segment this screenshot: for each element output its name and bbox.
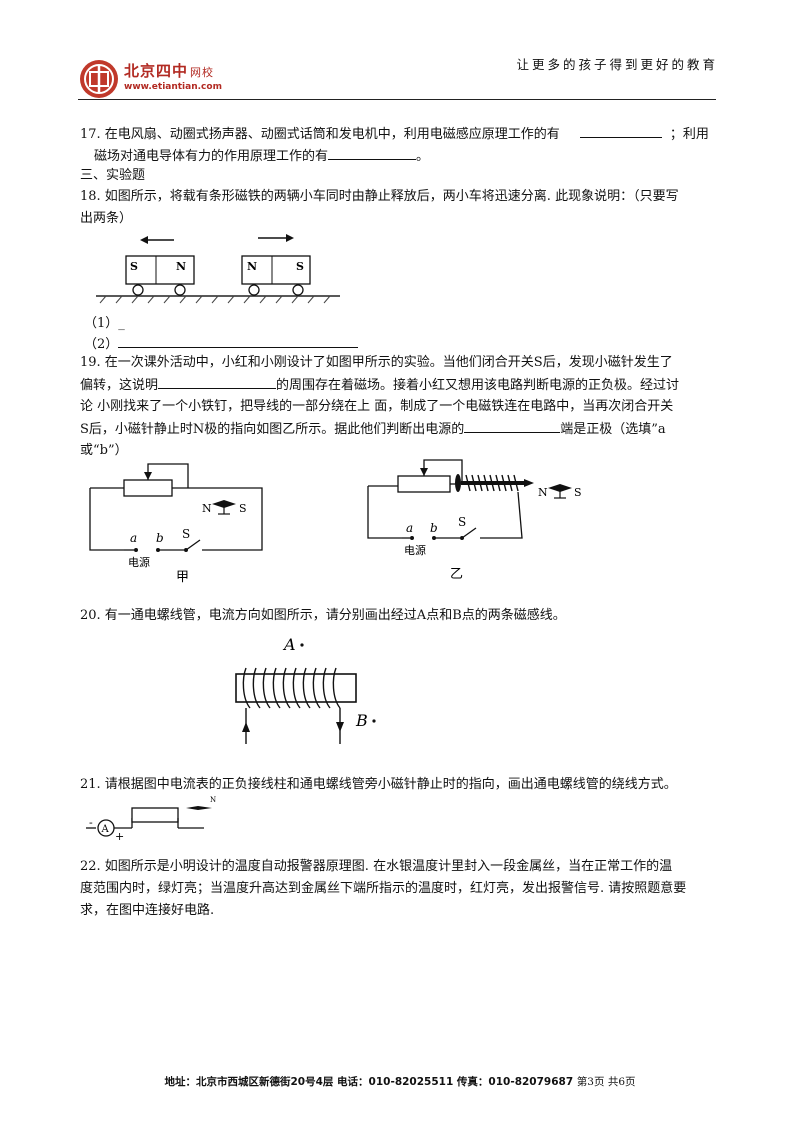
q19-line5: 或“b”） xyxy=(80,443,128,458)
footer-address: 地址：北京市西城区新德街20号4层 电话：010-82025511 传真：010… xyxy=(164,1076,574,1088)
right-arrow-icon xyxy=(258,234,294,242)
q22-line3: 求，在图中连接好电路. xyxy=(80,903,215,918)
point-b-dot xyxy=(372,719,376,723)
q19-line2: 偏转，这说明的周围存在着磁场。接着小红又想用该电路判断电源的正负极。经过讨 xyxy=(80,374,679,397)
q21-text: 21. 请根据图中电流表的正负接线柱和通电螺线管旁小磁针静止时的指向，画出通电螺… xyxy=(80,777,677,792)
figure-caption-jia: 甲 xyxy=(176,570,189,585)
point-b-label: B xyxy=(355,711,368,730)
page-footer: 地址：北京市西城区新德街20号4层 电话：010-82025511 传真：010… xyxy=(0,1074,800,1089)
compass-needle-icon: N xyxy=(186,796,216,810)
point-a-label: A xyxy=(282,635,296,654)
terminal-a-label: a xyxy=(406,521,413,535)
q17-line2: 磁场对通电导体有力的作用原理工作的有。 xyxy=(94,145,429,168)
ammeter-label: A xyxy=(101,824,110,835)
compass-needle-icon: N S xyxy=(202,500,247,515)
solenoid-coil xyxy=(242,667,341,709)
rheostat xyxy=(123,479,173,497)
left-cart xyxy=(125,255,195,285)
point-a-dot xyxy=(300,643,304,647)
q19-line4: S后，小磁针静止时N极的指向如图乙所示。据此他们判断出电源的端是正极（选填”a xyxy=(80,418,666,441)
q19-circuit-yi: a b S 电源 乙 N S xyxy=(367,459,582,582)
right-cart-n-label: N xyxy=(247,260,257,273)
q22-line2: 度范围内时，绿灯亮；当温度升高达到金属丝下端所指示的温度时，红灯亮，发出报警信号… xyxy=(80,881,687,896)
q17-line1: 17. 在电风扇、动圈式扬声器、动圈式话筒和发电机中，利用电磁感应原理工作的有；… xyxy=(80,123,709,146)
q19-line1: 19. 在一次课外活动中，小红和小刚设计了如图甲所示的实验。当他们闭合开关S后，… xyxy=(80,355,673,370)
switch-s-label: S xyxy=(182,527,190,541)
q17-blank-2[interactable] xyxy=(328,145,417,160)
right-cart xyxy=(241,255,311,285)
right-cart-s-label: S xyxy=(296,260,304,273)
nail-head xyxy=(455,474,461,492)
left-cart-n-label: N xyxy=(176,260,186,273)
electromagnet-coil xyxy=(461,474,534,492)
q19-blank-1[interactable] xyxy=(158,374,277,389)
left-arrow-icon xyxy=(140,236,174,244)
figure-caption-yi: 乙 xyxy=(450,567,463,582)
terminal-a-label: a xyxy=(130,531,137,545)
terminal-b-label: b xyxy=(430,521,438,535)
current-arrow-down-icon xyxy=(336,722,344,732)
q20-solenoid-figure: A B xyxy=(235,635,376,744)
power-source-label: 电源 xyxy=(404,543,426,557)
solenoid-core xyxy=(131,807,179,823)
header-slogan: 让更多的孩子得到更好的教育 xyxy=(516,57,718,72)
q18-line2: 出两条） xyxy=(80,211,133,226)
q18-line1: 18. 如图所示，将载有条形磁铁的两辆小车同时由静止释放后，两小车将迅速分离. … xyxy=(80,189,679,204)
ammeter-plus-label: + xyxy=(115,830,124,842)
rheostat xyxy=(397,475,451,493)
svg-text:N: N xyxy=(210,796,216,804)
q18-answer-2: （2） xyxy=(84,333,359,356)
q18-answer-1: （1）_ xyxy=(84,316,125,331)
q21-ammeter-solenoid-figure: A - + N xyxy=(86,796,216,842)
compass-needle-icon: N S xyxy=(538,484,582,499)
left-cart-s-label: S xyxy=(130,260,138,273)
q20-text: 20. 有一通电螺线管，电流方向如图所示，请分别画出经过A点和B点的两条磁感线。 xyxy=(80,608,566,623)
footer-page-number: 第3页 共6页 xyxy=(576,1076,636,1088)
terminal-b-label: b xyxy=(156,531,164,545)
q18-blank-2[interactable] xyxy=(118,333,359,348)
svg-text:S: S xyxy=(239,502,247,515)
ammeter-minus-label: - xyxy=(89,816,93,829)
current-arrow-up-icon xyxy=(242,722,250,732)
svg-text:N: N xyxy=(538,486,548,499)
svg-text:S: S xyxy=(574,486,582,499)
q22-line1: 22. 如图所示是小明设计的温度自动报警器原理图. 在水银温度计里封入一段金属丝… xyxy=(80,859,673,874)
switch-s-label: S xyxy=(458,515,466,529)
brand-name: 北京四中网校 xyxy=(124,62,215,80)
section-title: 三、实验题 xyxy=(80,168,146,183)
svg-text:N: N xyxy=(202,502,212,515)
q19-blank-2[interactable] xyxy=(464,418,561,433)
brand-url: www.etiantian.com xyxy=(124,82,222,92)
school-logo-icon xyxy=(80,60,118,98)
q19-line3: 论 小刚找来了一个小铁钉，把导线的一部分绕在上 面，制成了一个电磁铁连在电路中，… xyxy=(80,399,674,414)
power-source-label: 电源 xyxy=(128,555,150,569)
q18-carts-figure: S N N S xyxy=(96,234,340,304)
header-divider xyxy=(78,99,716,100)
q17-blank-1[interactable] xyxy=(579,123,662,138)
q19-circuit-jia: a b S 电源 甲 N S xyxy=(89,463,263,585)
